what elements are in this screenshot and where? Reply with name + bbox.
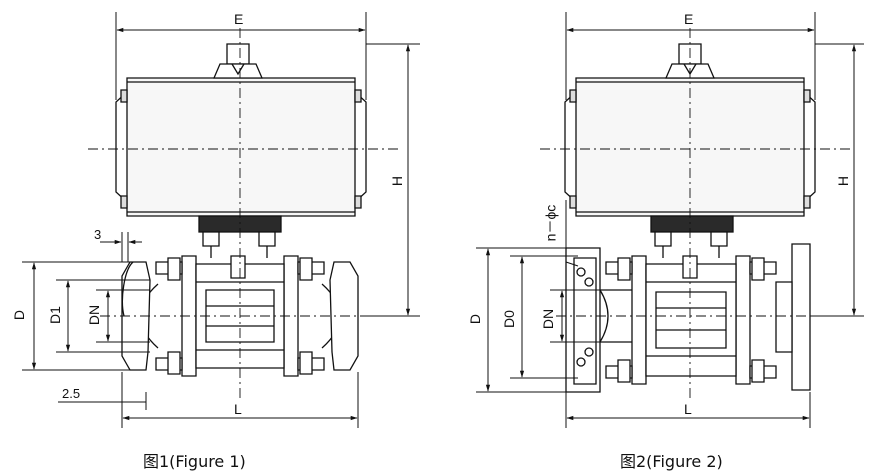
- fig2-dim-n-phi-c: n－ϕc: [542, 204, 559, 242]
- fig2-dim-dn: DN: [540, 308, 557, 330]
- figure1: [22, 12, 420, 428]
- fig2-caption: 图2(Figure 2): [620, 452, 723, 471]
- fig1-dim-3: 3: [94, 227, 102, 242]
- dims-1: [22, 12, 420, 428]
- fig1-dim-d: D: [11, 309, 28, 321]
- fig2-dim-e: E: [684, 11, 694, 27]
- dims-2: [476, 12, 864, 428]
- fig1-dim-2-5: 2.5: [62, 386, 81, 401]
- fig2-dim-d0: D0: [500, 310, 517, 328]
- fig2-dim-h: H: [835, 175, 852, 187]
- fig1-dim-dn: DN: [86, 304, 103, 326]
- fig1-dim-l: L: [234, 401, 242, 417]
- fig1-dim-d1: D1: [46, 306, 63, 324]
- figure2: [476, 12, 864, 428]
- fig2-dim-d: D: [467, 313, 484, 325]
- actuator-1: [116, 44, 366, 258]
- fig1-dim-h: H: [389, 175, 406, 187]
- fig1-caption: 图1(Figure 1): [143, 452, 246, 471]
- valve-body-2: [566, 244, 810, 392]
- fig1-dim-e: E: [234, 11, 244, 27]
- fig2-dim-l: L: [684, 401, 692, 417]
